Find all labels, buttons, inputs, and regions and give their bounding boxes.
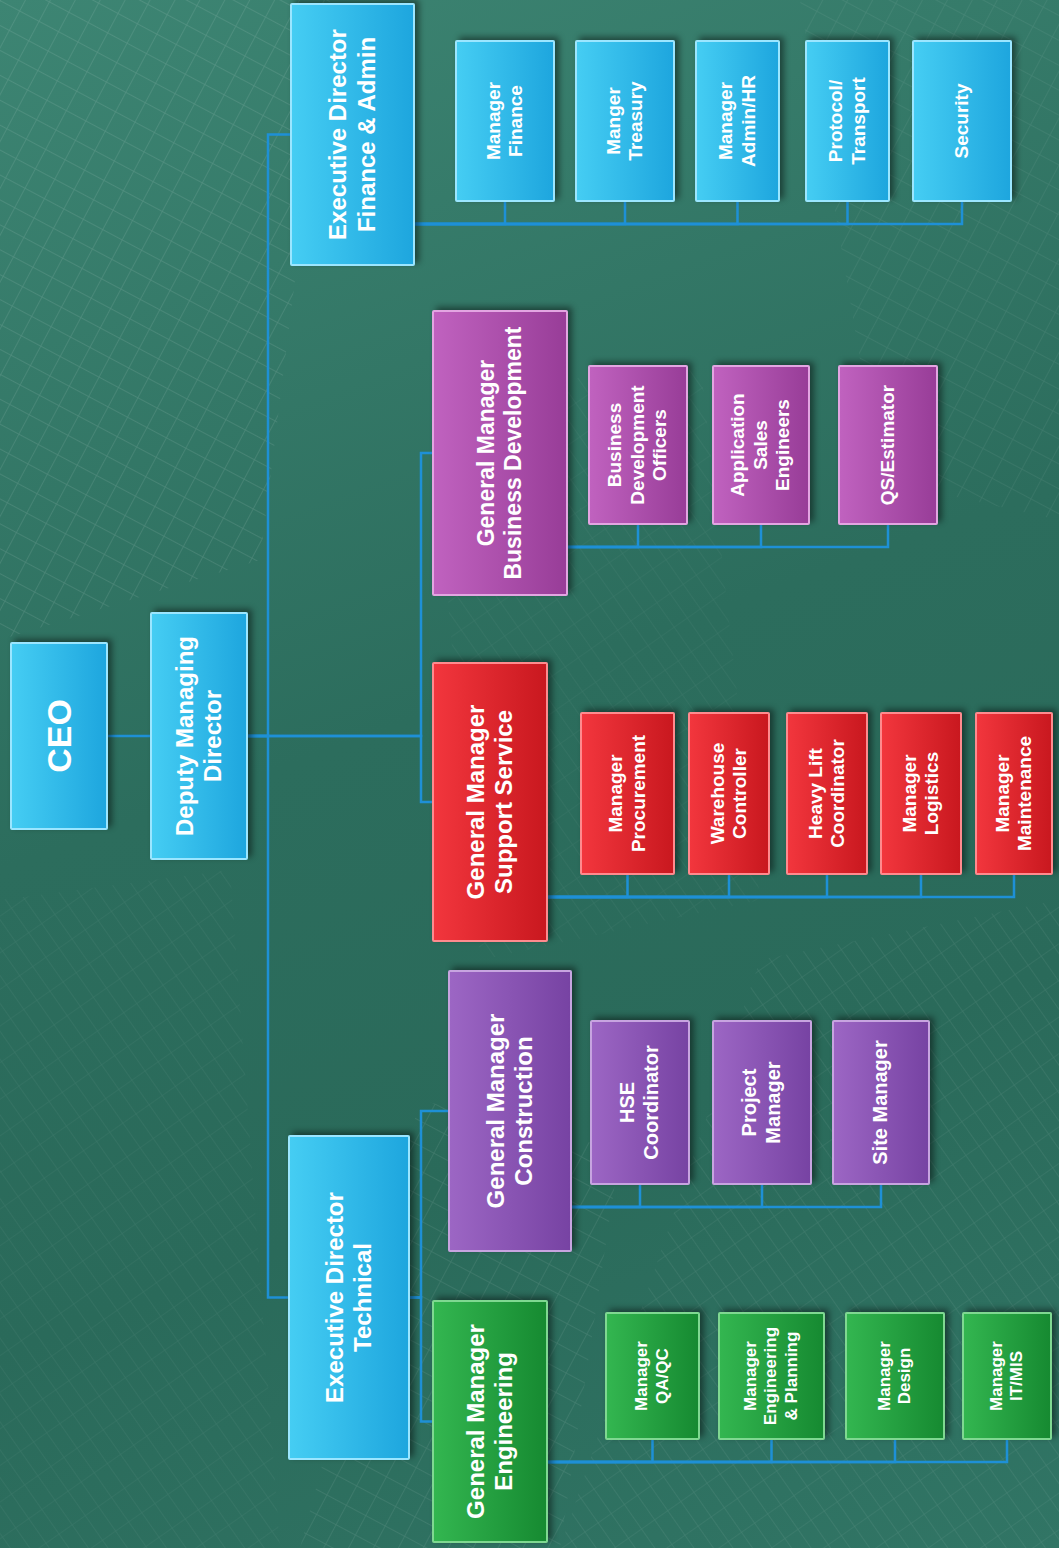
connector-line — [415, 202, 505, 224]
box-label: Manager IT/MIS — [987, 1320, 1027, 1432]
org-box: Manager QA/QC — [605, 1312, 700, 1440]
connector-line — [548, 1440, 1007, 1462]
box-label: Manager QA/QC — [632, 1320, 672, 1432]
connector-line — [548, 875, 628, 897]
connector-line — [248, 736, 288, 1298]
box-label: Manager Admin/HR — [715, 48, 760, 194]
connector-line — [415, 202, 962, 224]
connector-line — [248, 736, 432, 802]
box-label: Manager Finance — [483, 48, 528, 194]
org-box: Manager Logistics — [880, 712, 962, 875]
box-label: Manger Treasury — [603, 48, 648, 194]
box-label: Deputy Managing Director — [171, 622, 228, 850]
org-box: Site Manager — [832, 1020, 930, 1185]
connector-line — [548, 875, 827, 897]
org-box: Manager Procurement — [580, 712, 675, 875]
connector-line — [548, 1440, 772, 1462]
connector-line — [548, 875, 921, 897]
org-box: Manager IT/MIS — [962, 1312, 1052, 1440]
box-label: Protocol/ Transport — [825, 48, 870, 194]
connector-line — [415, 202, 738, 224]
connector-line — [572, 1185, 640, 1207]
org-box: Protocol/ Transport — [805, 40, 890, 202]
connector-line — [548, 1440, 653, 1462]
connector-line — [548, 875, 1014, 897]
org-box: Manager Admin/HR — [695, 40, 780, 202]
org-box: General Manager Construction — [448, 970, 572, 1252]
box-label: Manager Maintenance — [992, 720, 1037, 867]
org-box: General Manager Engineering — [432, 1300, 548, 1543]
org-box: CEO — [10, 642, 108, 830]
connector-line — [572, 1185, 762, 1207]
org-box: Manger Treasury — [575, 40, 675, 202]
org-box: Manager Maintenance — [975, 712, 1053, 875]
org-box: Manager Finance — [455, 40, 555, 202]
box-label: Manager Design — [875, 1320, 915, 1432]
org-box: General Manager Business Development — [432, 310, 568, 596]
org-box: QS/Estimator — [838, 365, 938, 525]
org-box: Executive Director Finance & Admin — [290, 3, 415, 266]
org-box: Warehouse Controller — [688, 712, 770, 875]
connector-line — [248, 453, 432, 736]
box-label: Manager Engineering & Planning — [741, 1320, 801, 1432]
box-label: General Manager Business Development — [473, 320, 527, 586]
box-label: HSE Coordinator — [616, 1028, 663, 1177]
box-label: Business Development Officers — [604, 373, 671, 517]
connector-line — [410, 1111, 448, 1298]
box-label: General Manager Engineering — [462, 1310, 519, 1533]
box-label: Warehouse Controller — [707, 720, 752, 867]
connector-line — [108, 735, 150, 738]
connector-line — [568, 525, 761, 547]
box-label: Manager Logistics — [899, 720, 944, 867]
connector-line — [248, 135, 290, 737]
box-label: Application Sales Engineers — [727, 373, 794, 517]
box-label: Manager Procurement — [605, 720, 650, 867]
box-label: Site Manager — [869, 1040, 893, 1164]
org-box: Deputy Managing Director — [150, 612, 248, 860]
org-box: Project Manager — [712, 1020, 812, 1185]
connector-line — [415, 202, 848, 224]
connector-line — [568, 525, 888, 547]
box-label: Heavy Lift Coordinator — [805, 720, 850, 867]
org-box: General Manager Support Service — [432, 662, 548, 942]
org-box: Heavy Lift Coordinator — [786, 712, 868, 875]
box-label: Executive Director Finance & Admin — [324, 13, 381, 256]
box-label: Security — [951, 84, 973, 159]
org-box: Manager Design — [845, 1312, 945, 1440]
org-box: Application Sales Engineers — [712, 365, 810, 525]
org-box: Business Development Officers — [588, 365, 688, 525]
org-box: Manager Engineering & Planning — [718, 1312, 825, 1440]
box-label: Project Manager — [738, 1028, 785, 1177]
box-label: General Manager Construction — [482, 980, 539, 1242]
box-label: General Manager Support Service — [462, 672, 519, 932]
org-box: Security — [912, 40, 1012, 202]
org-box: HSE Coordinator — [590, 1020, 690, 1185]
connector-line — [415, 202, 625, 224]
box-label: CEO — [39, 699, 79, 773]
connector-line — [410, 1298, 432, 1422]
box-label: Executive Director Technical — [321, 1145, 378, 1450]
connector-line — [548, 1440, 895, 1462]
box-label: QS/Estimator — [877, 385, 899, 505]
connector-line — [572, 1185, 881, 1207]
org-box: Executive Director Technical — [288, 1135, 410, 1460]
connector-line — [568, 525, 638, 547]
connector-line — [548, 875, 729, 897]
